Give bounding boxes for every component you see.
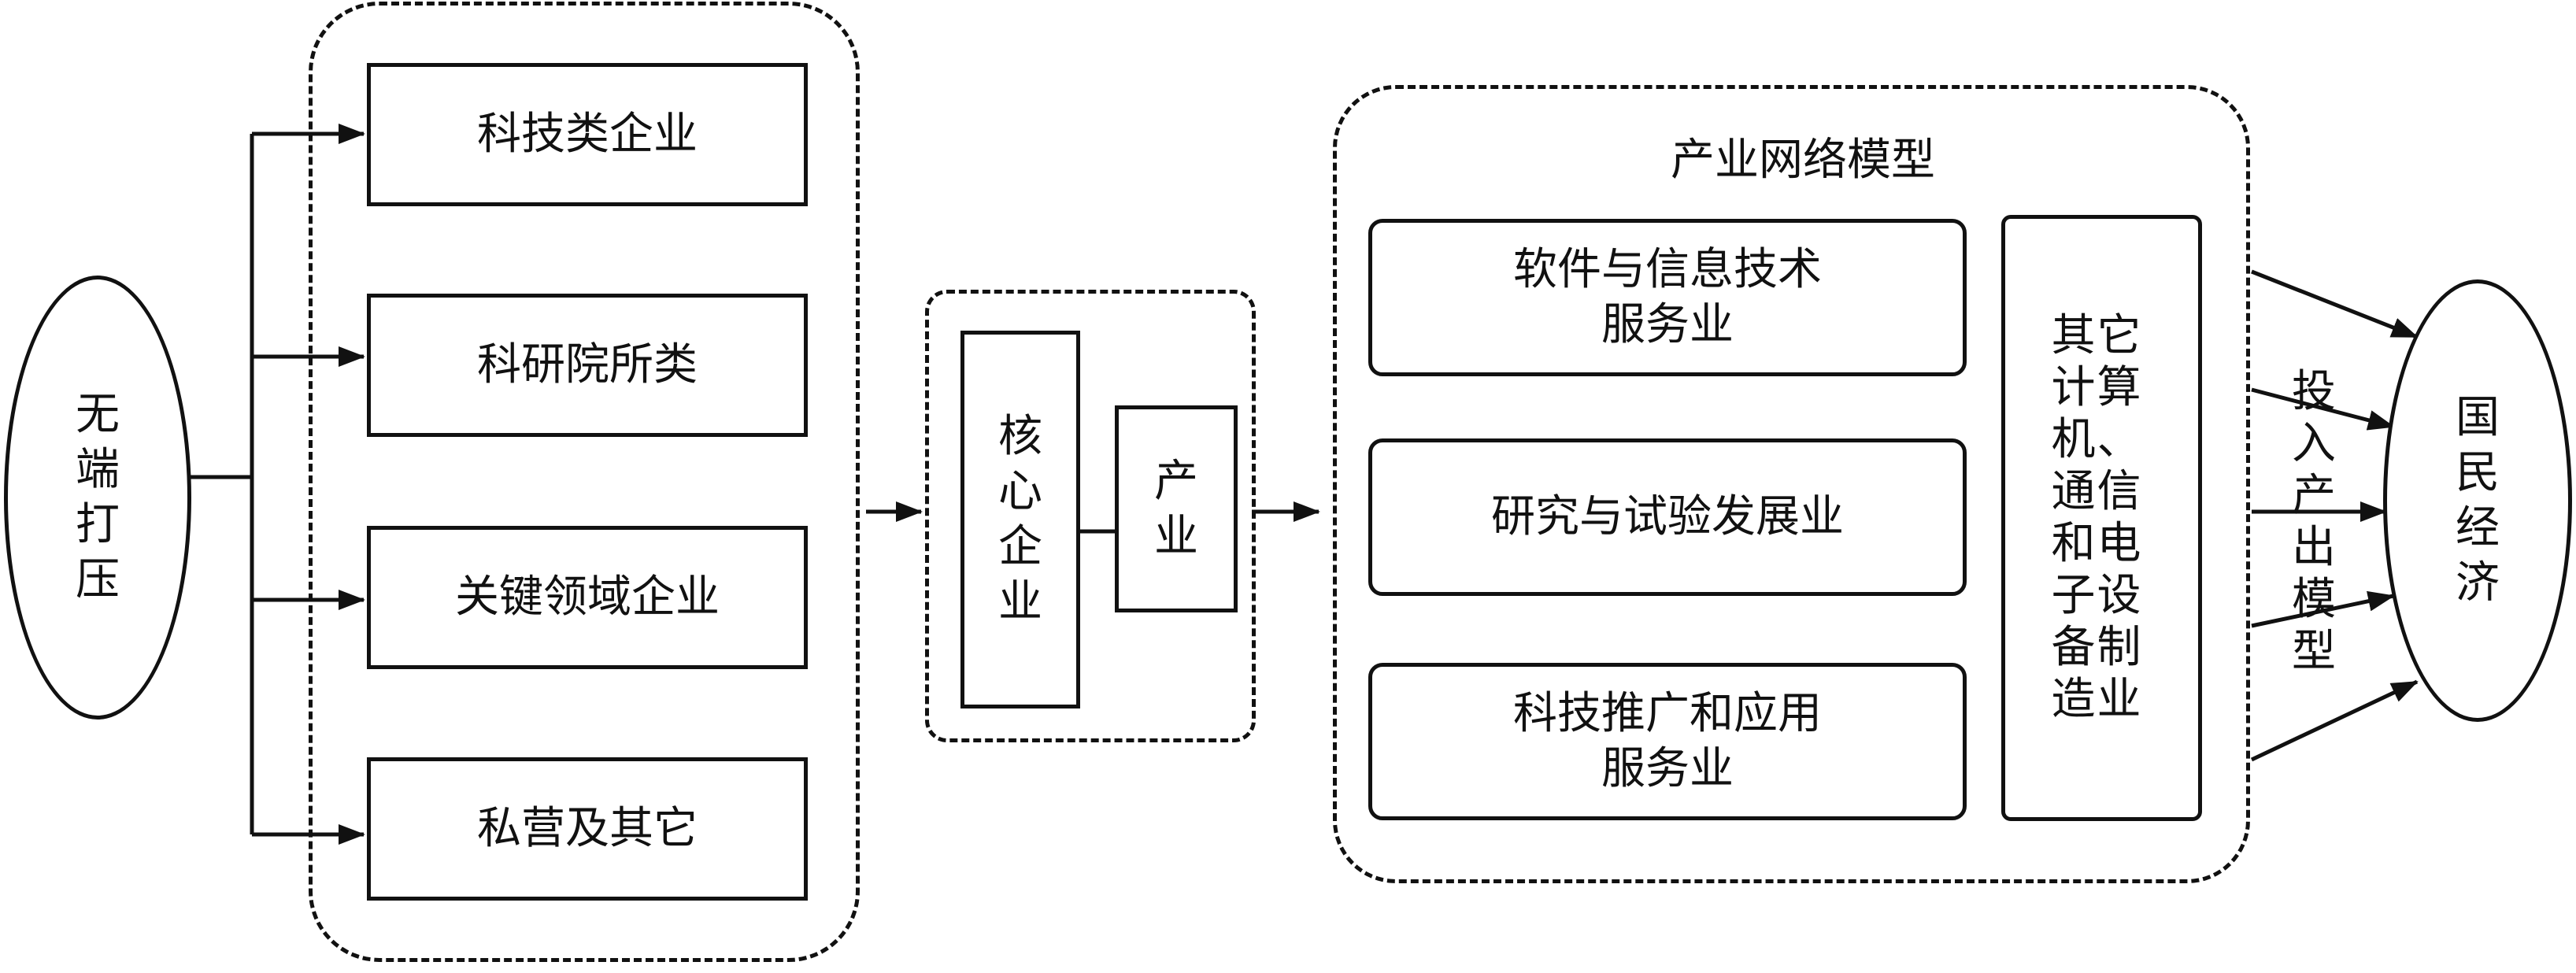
arrow-to-economy-5 (2250, 679, 2419, 762)
io-model-label: 投入产出模型 (2292, 366, 2336, 677)
category-box-1: 科技类企业 (367, 63, 808, 206)
sector-3-line-2: 服务业 (1601, 743, 1734, 794)
sector-3-line-1: 科技推广和应用 (1513, 688, 1822, 739)
category-label-3: 关键领域企业 (455, 572, 720, 623)
sector-box-1: 软件与信息技术 服务业 (1368, 219, 1967, 376)
network-title: 产业网络模型 (1671, 135, 1935, 186)
sector-1-line-2: 服务业 (1601, 299, 1734, 350)
manufacturing-label: 其它计算机、通信和电子设备制造业 (2051, 310, 2143, 725)
industry-box: 产业 (1115, 405, 1238, 612)
category-box-3: 关键领域企业 (367, 526, 808, 669)
core-box: 核心企业 (960, 331, 1080, 708)
industry-label: 产业 (1154, 455, 1198, 562)
core-label: 核心企业 (998, 411, 1042, 627)
sector-box-2: 研究与试验发展业 (1368, 438, 1967, 596)
core-group (925, 290, 1256, 742)
category-box-4: 私营及其它 (367, 757, 808, 901)
arrow-to-economy-2 (2251, 387, 2395, 431)
manufacturing-box: 其它计算机、通信和电子设备制造业 (2001, 215, 2202, 821)
source-label: 无端打压 (76, 389, 120, 605)
sector-2-label: 研究与试验发展业 (1491, 491, 1844, 542)
category-box-2: 科研院所类 (367, 294, 808, 437)
source-ellipse: 无端打压 (4, 276, 191, 720)
sector-box-3: 科技推广和应用 服务业 (1368, 663, 1967, 820)
sector-1-line-1: 软件与信息技术 (1513, 244, 1822, 295)
category-label-1: 科技类企业 (477, 109, 698, 160)
arrow-to-economy-1 (2251, 269, 2419, 339)
economy-label: 国民经济 (2456, 392, 2500, 609)
category-label-2: 科研院所类 (477, 339, 698, 390)
category-label-4: 私营及其它 (477, 803, 698, 854)
category-group (309, 2, 860, 962)
arrow-to-economy-4 (2251, 590, 2395, 628)
network-group (1333, 85, 2250, 883)
economy-ellipse: 国民经济 (2383, 279, 2572, 722)
